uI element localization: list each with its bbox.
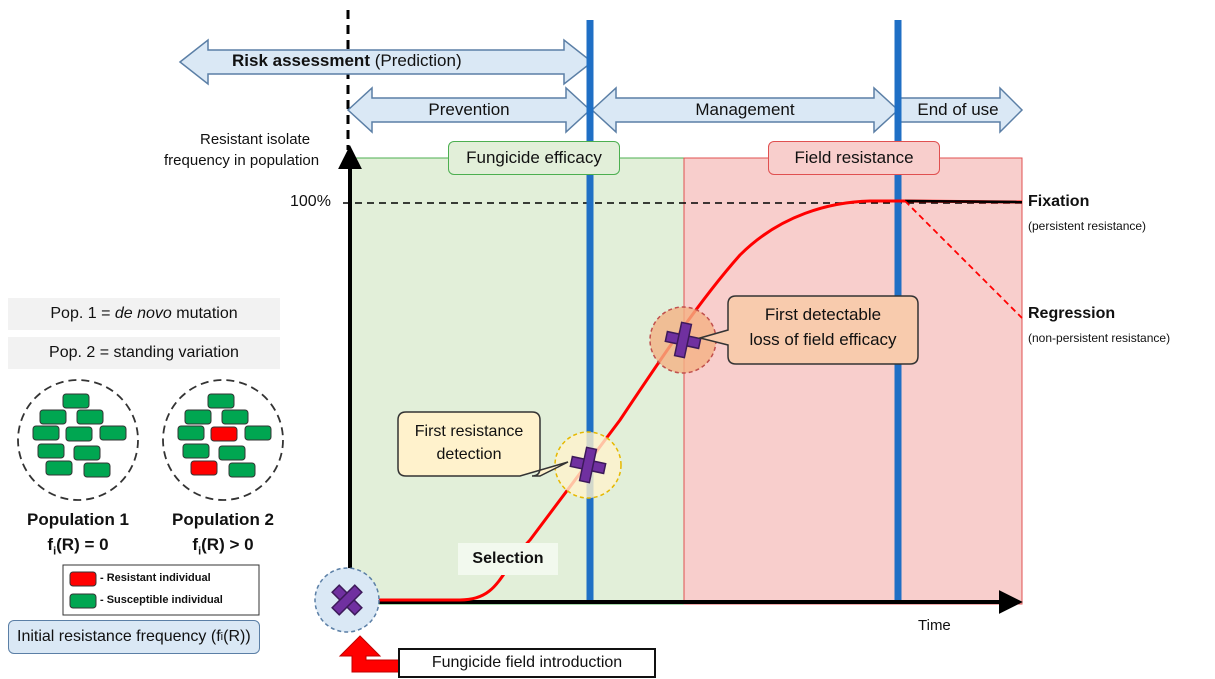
pop2-freq-rest: (R) > 0 [201,535,254,554]
risk-assessment-bold: Risk assessment [232,51,370,70]
y-axis-tick-100: 100% [290,193,331,210]
efficacy-loss-text-line1: First detectable [764,305,882,324]
population-2-frequency: fi(R) > 0 [163,535,283,557]
risk-assessment-prediction: (Prediction) [369,51,462,70]
initial-frequency-sub: i [220,631,224,643]
pop2-freq-f: f [192,535,199,554]
legend-susceptible-label: - Susceptible individual [100,594,223,606]
initial-frequency-prefix: Initial resistance frequency (f [17,628,221,645]
management-label: Management [695,100,795,119]
legend-resistant-swatch [69,571,97,587]
regression-label: Regression [1028,305,1116,322]
population-2-circle [162,379,284,501]
pop1-def-italic: de novo [114,305,172,322]
first-detection-text-line2: detection [436,446,502,463]
field-resistance-label: Field resistance [768,141,940,175]
prevention-label: Prevention [428,100,510,119]
efficacy-loss-cross [664,321,702,359]
selection-label: Selection [458,543,558,575]
pop1-definition: Pop. 1 = de novo mutation [8,298,280,330]
x-axis-label: Time [918,617,951,634]
population-1-frequency: fi(R) = 0 [18,535,138,557]
initial-frequency-suffix: (R)) [223,628,251,645]
regression-line [904,200,1023,319]
fungicide-efficacy-label: Fungicide efficacy [448,141,620,175]
risk-assessment-label: Risk assessment (Prediction) [232,51,462,71]
pop2-definition: Pop. 2 = standing variation [8,337,280,369]
end-of-use-label: End of use [917,100,999,119]
pop1-freq-f: f [47,535,54,554]
y-axis-label-line1: Resistant isolate [200,131,311,148]
initial-frequency-cross [331,584,363,616]
fixation-note: (persistent resistance) [1028,219,1147,233]
population-2-title: Population 2 [172,510,274,529]
end-of-use-arrow [899,86,1024,134]
efficacy-loss-callout-bubble [697,295,919,365]
efficacy-loss-text-line2: loss of field efficacy [749,330,897,349]
y-axis-label-line2: frequency in population [164,152,320,169]
legend-susceptible-swatch [69,593,97,609]
population-1-circle [17,379,139,501]
efficacy-zone [349,157,685,605]
pop1-def-suffix: mutation [171,305,238,322]
introduction-arrow [338,635,401,673]
pop1-freq-sub: i [53,545,57,558]
first-detection-text-line1: First resistance [414,423,524,440]
first-detection-cross [569,446,607,484]
population-1-title: Population 1 [27,510,129,529]
fixation-line [904,199,1023,204]
legend-resistant-label: - Resistant individual [100,572,211,584]
pop1-freq-rest: (R) = 0 [56,535,109,554]
fixation-label: Fixation [1028,193,1090,210]
resistance-zone [683,157,1023,605]
first-detection-callout-bubble [397,411,569,477]
pop2-freq-sub: i [198,545,202,558]
fungicide-introduction-label: Fungicide field introduction [398,648,656,678]
pop1-def-prefix: Pop. 1 = [50,305,115,322]
regression-note: (non-persistent resistance) [1028,331,1171,345]
